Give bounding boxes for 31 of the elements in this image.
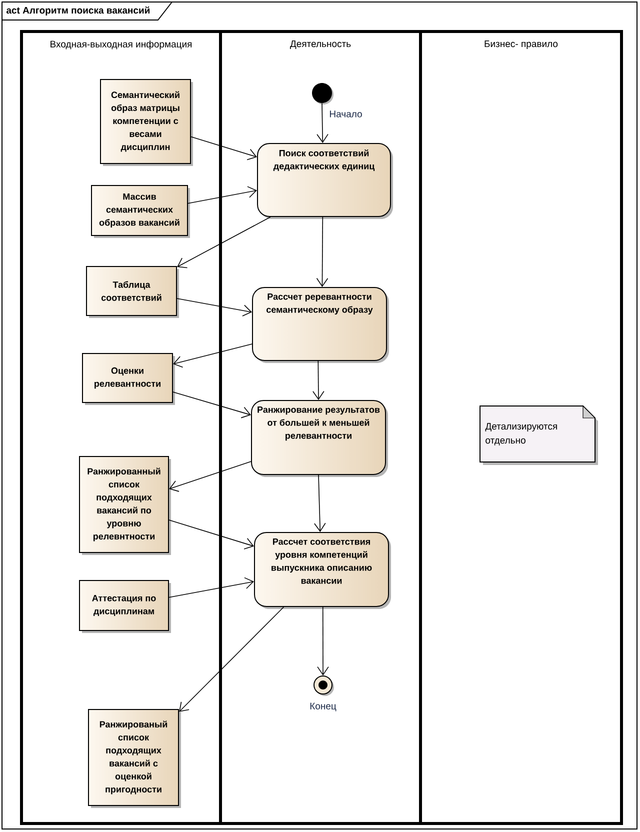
arrow xyxy=(317,606,329,676)
arrow xyxy=(176,298,252,316)
object-box: Оценки релевантности xyxy=(82,353,175,405)
arrow xyxy=(168,520,254,550)
object-box: Семантический образ матрицы компетенции с весами дисциплин xyxy=(100,79,193,166)
object-box: Ранжированый список подходящих вакансий с оценкой пригодности xyxy=(88,709,181,808)
action-box: Поиск соответствий дедактических единиц xyxy=(257,143,393,219)
action-box: Рассчет реревантности семантическому образу xyxy=(252,287,389,363)
arrow xyxy=(190,136,257,160)
object-box: Ранжированный список подходящих вакансий по уровню релевнтности xyxy=(79,456,171,555)
action-box: Рассчет соответствия уровня компетенций выпускника описанию вакансии xyxy=(254,532,391,609)
action-box: Ранжирование результатов от большей к меньшей релевантности xyxy=(251,400,388,477)
arrow xyxy=(172,392,251,418)
arrow xyxy=(188,186,257,204)
arrow xyxy=(316,102,328,143)
arrow xyxy=(168,577,254,598)
arrow xyxy=(316,216,328,287)
arrow xyxy=(312,360,324,400)
final-node xyxy=(314,676,334,696)
node-label: Конец xyxy=(310,702,336,712)
arrow xyxy=(177,216,271,268)
diagram-title: act Алгоритм поиска вакансий xyxy=(6,6,150,16)
arrow xyxy=(314,474,326,532)
node-label: Начало xyxy=(330,110,362,118)
arrow xyxy=(179,606,284,712)
object-box: Таблица соответствий xyxy=(86,266,179,318)
arrow xyxy=(173,344,252,368)
object-box: Аттестация по дисциплинам xyxy=(79,580,171,633)
start-node xyxy=(312,83,334,104)
object-box: Массив семантических образов вакансий xyxy=(91,185,190,238)
arrow xyxy=(169,461,252,492)
